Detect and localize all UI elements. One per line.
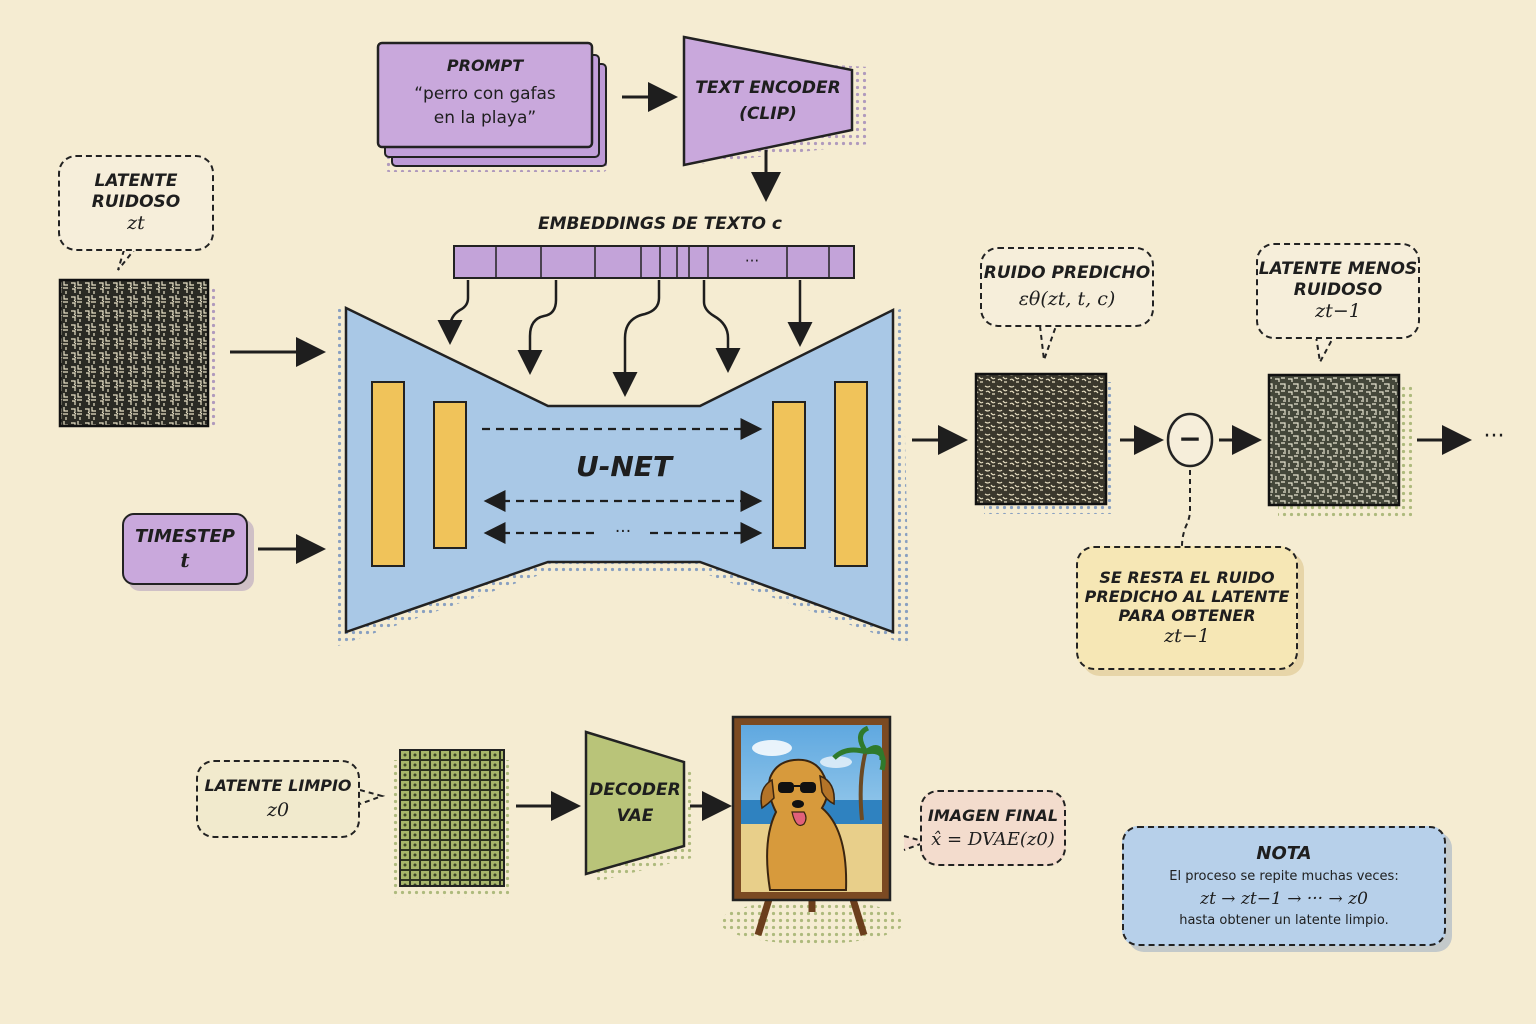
subtract-note-bubble: SE RESTA EL RUIDO PREDICHO AL LATENTE PA…	[1076, 546, 1298, 670]
predicted-noise-square	[974, 372, 1108, 506]
embedding-arrows	[437, 280, 813, 397]
noisy-latent-line1: LATENTE	[94, 171, 178, 192]
unet-block-dec2	[772, 401, 806, 549]
less-noisy-line1: LATENTE MENOS	[1258, 259, 1418, 280]
noisy-latent-math: zt	[127, 211, 145, 234]
final-image-painting	[720, 715, 904, 944]
decoder-shape	[584, 730, 686, 876]
final-image-bubble: IMAGEN FINAL x̂ = DVAE(z0)	[920, 790, 1066, 866]
final-image-math: x̂ = DVAE(z0)	[931, 828, 1055, 850]
minus-circle	[1166, 412, 1214, 468]
noisy-latent-line2: RUIDOSO	[91, 191, 181, 212]
unet-skip-ellipsis: ···	[614, 522, 632, 542]
embeddings-label: EMBEDDINGS DE TEXTO c	[538, 214, 782, 234]
predicted-noise-bubble: RUIDO PREDICHO εθ(zt, t, c)	[980, 247, 1154, 327]
noisy-latent-bubble: LATENTE RUIDOSO zt	[58, 155, 214, 251]
unet-shape	[344, 306, 895, 634]
decoder-sublabel: VAE	[616, 806, 654, 826]
text-encoder-label: TEXT ENCODER	[695, 78, 841, 98]
prompt-text-line1: “perro con gafas	[414, 84, 556, 104]
clean-latent-math: z0	[266, 799, 290, 822]
less-noisy-math: zt−1	[1315, 299, 1361, 322]
embeddings-bar	[453, 245, 855, 279]
clean-latent-square	[399, 749, 505, 887]
clean-latent-line1: LATENTE LIMPIO	[204, 776, 352, 795]
less-noisy-bubble: LATENTE MENOS RUIDOSO zt−1	[1256, 243, 1420, 339]
subtract-note-line2: PREDICHO AL LATENTE	[1084, 587, 1290, 606]
unet-block-enc2	[433, 401, 467, 549]
subtract-note-line3: PARA OBTENER	[1118, 606, 1256, 626]
note-line3: hasta obtener un latente limpio.	[1179, 912, 1389, 928]
final-image-line1: IMAGEN FINAL	[927, 805, 1059, 825]
note-math: zt → zt−1 → ··· → z0	[1200, 888, 1368, 909]
skip-connections	[482, 418, 763, 544]
predicted-noise-math: εθ(zt, t, c)	[1018, 287, 1116, 310]
noisy-latent-square	[58, 278, 210, 428]
prompt-title: PROMPT	[446, 56, 524, 75]
embeddings-ellipsis: ···	[744, 252, 760, 270]
predicted-noise-line1: RUIDO PREDICHO	[983, 263, 1151, 284]
subtract-note-math: zt−1	[1164, 625, 1210, 648]
text-encoder-shape	[682, 35, 854, 167]
note-line1: El proceso se repite muchas veces:	[1169, 869, 1399, 884]
continue-ellipsis: ···	[1483, 424, 1505, 449]
timestep-box: TIMESTEP t	[122, 513, 248, 585]
prompt-text-line2: en la playa”	[433, 108, 537, 128]
note-box: NOTA El proceso se repite muchas veces: …	[1122, 826, 1446, 946]
unet-block-enc1	[371, 381, 405, 567]
minus-symbol: −	[1178, 422, 1202, 455]
timestep-line1: TIMESTEP	[135, 526, 235, 548]
less-noisy-line2: RUIDOSO	[1293, 279, 1383, 300]
clean-latent-bubble: LATENTE LIMPIO z0	[196, 760, 360, 838]
text-encoder-sublabel: (CLIP)	[739, 104, 797, 124]
decoder-label: DECODER	[589, 780, 681, 800]
timestep-line2: t	[180, 547, 190, 572]
unet-label: U-NET	[575, 450, 673, 483]
unet-block-dec1	[834, 381, 868, 567]
prompt-card-stack	[376, 41, 607, 172]
subtract-note-line1: SE RESTA EL RUIDO	[1099, 567, 1275, 587]
less-noisy-latent-square	[1267, 373, 1401, 507]
note-title: NOTA	[1256, 843, 1312, 865]
